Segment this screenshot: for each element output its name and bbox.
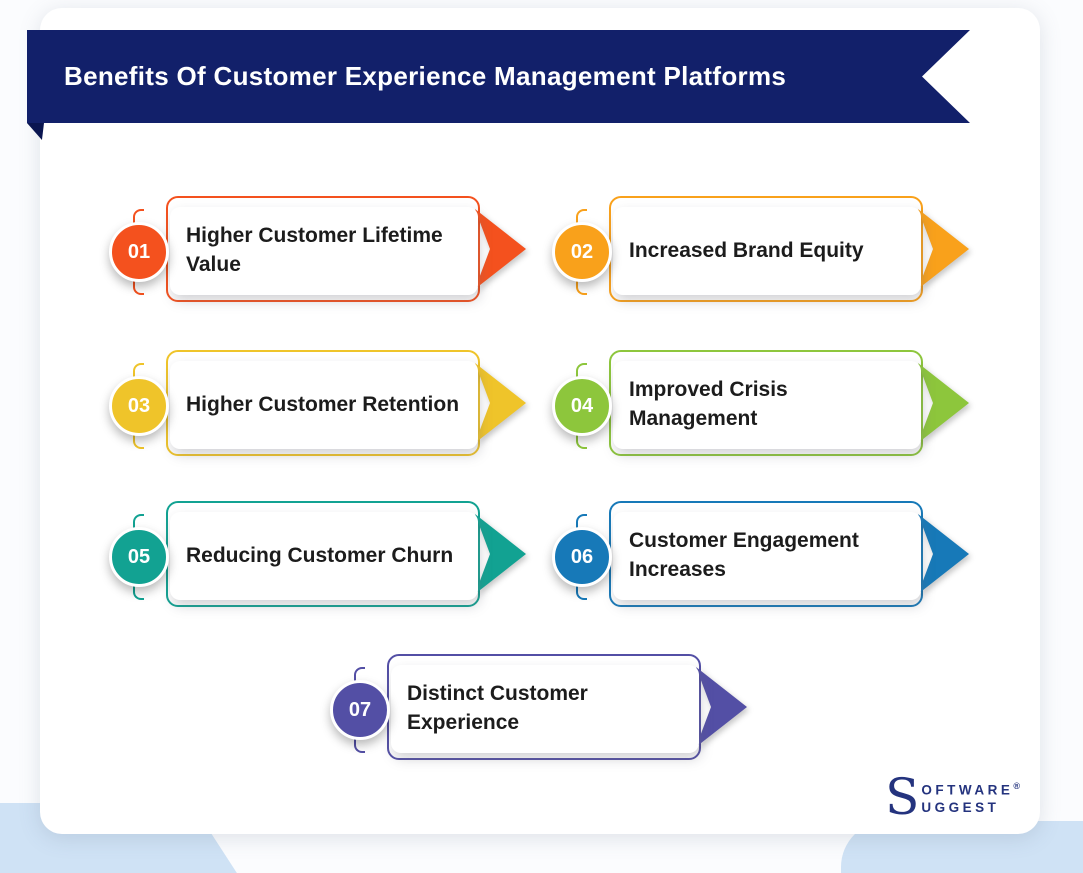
benefit-item: Reducing Customer Churn 05 (108, 501, 528, 611)
benefit-label: Increased Brand Equity (629, 238, 864, 262)
chevron-right-icon (918, 209, 969, 289)
benefit-number-badge: 01 (109, 222, 169, 282)
chevron-right-icon (918, 363, 969, 443)
logo-line-2: UGGEST (921, 800, 1000, 816)
benefit-number-badge: 05 (109, 527, 169, 587)
page-title: Benefits Of Customer Experience Manageme… (64, 61, 787, 91)
chevron-right-icon (475, 514, 526, 594)
softwaresuggest-logo: S OFTWARE® UGGEST (885, 768, 1020, 826)
benefit-number-badge: 06 (552, 527, 612, 587)
chevron-right-icon (696, 667, 747, 747)
benefit-number-badge: 04 (552, 376, 612, 436)
benefit-label: Higher Customer Retention (186, 392, 460, 416)
logo-initial: S (885, 768, 920, 826)
infographic-card: Benefits Of Customer Experience Manageme… (27, 8, 1040, 834)
benefit-label: Distinct Customer Experience (407, 682, 588, 734)
benefit-label: Improved Crisis Management (629, 378, 788, 430)
benefit-number-badge: 02 (552, 222, 612, 282)
benefit-item: Distinct Customer Experience 07 (329, 654, 749, 764)
benefit-item: Improved Crisis Management 04 (551, 350, 971, 460)
benefit-item: Higher Customer Lifetime Value 01 (108, 196, 528, 306)
item-card: Reducing Customer Churn (170, 512, 478, 600)
benefit-label: Customer Engagement Increases (629, 529, 859, 581)
benefit-label: Higher Customer Lifetime Value (186, 224, 443, 276)
item-card: Increased Brand Equity (613, 207, 921, 295)
chevron-right-icon (475, 363, 526, 443)
item-card: Higher Customer Lifetime Value (170, 207, 478, 295)
logo-line-1: OFTWARE® (921, 781, 1020, 798)
item-card: Improved Crisis Management (613, 361, 921, 449)
item-card: Customer Engagement Increases (613, 512, 921, 600)
item-card: Distinct Customer Experience (391, 665, 699, 753)
benefit-number-badge: 03 (109, 376, 169, 436)
benefit-item: Increased Brand Equity 02 (551, 196, 971, 306)
title-ribbon: Benefits Of Customer Experience Manageme… (27, 30, 970, 123)
benefit-item: Customer Engagement Increases 06 (551, 501, 971, 611)
benefit-number-badge: 07 (330, 680, 390, 740)
ribbon-fold (27, 123, 44, 140)
benefit-item: Higher Customer Retention 03 (108, 350, 528, 460)
registered-mark: ® (1013, 781, 1020, 791)
item-card: Higher Customer Retention (170, 361, 478, 449)
chevron-right-icon (918, 514, 969, 594)
logo-wordmark: OFTWARE® UGGEST (921, 777, 1020, 817)
benefit-label: Reducing Customer Churn (186, 543, 454, 567)
chevron-right-icon (475, 209, 526, 289)
